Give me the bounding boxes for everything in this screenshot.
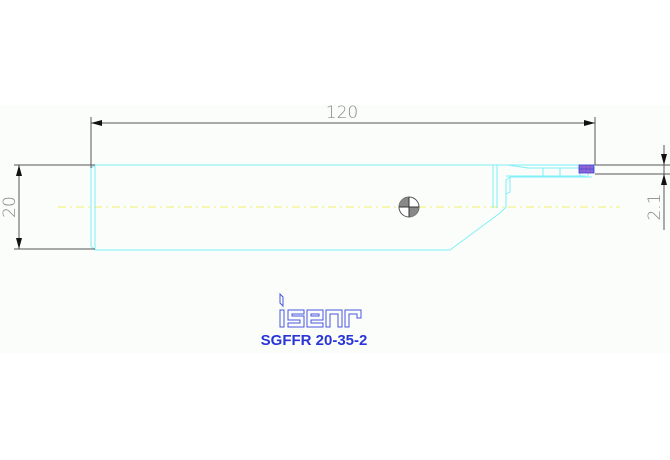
- dimension-label-width: 2.1: [645, 193, 665, 220]
- center-of-gravity-icon: [398, 196, 420, 218]
- insert-tip: [578, 164, 595, 174]
- tool-body-outline: [90, 164, 595, 251]
- dimension-label-height: 20: [0, 196, 20, 218]
- dimension-shank-height: [14, 164, 95, 250]
- dimension-overall-length: [90, 117, 596, 168]
- dimension-cutting-width: [595, 145, 670, 230]
- drawing-sheet: [0, 105, 670, 353]
- model-code: SGFFR 20-35-2: [260, 332, 368, 349]
- dimension-label-length: 120: [326, 103, 358, 123]
- brand-logo: [279, 292, 362, 328]
